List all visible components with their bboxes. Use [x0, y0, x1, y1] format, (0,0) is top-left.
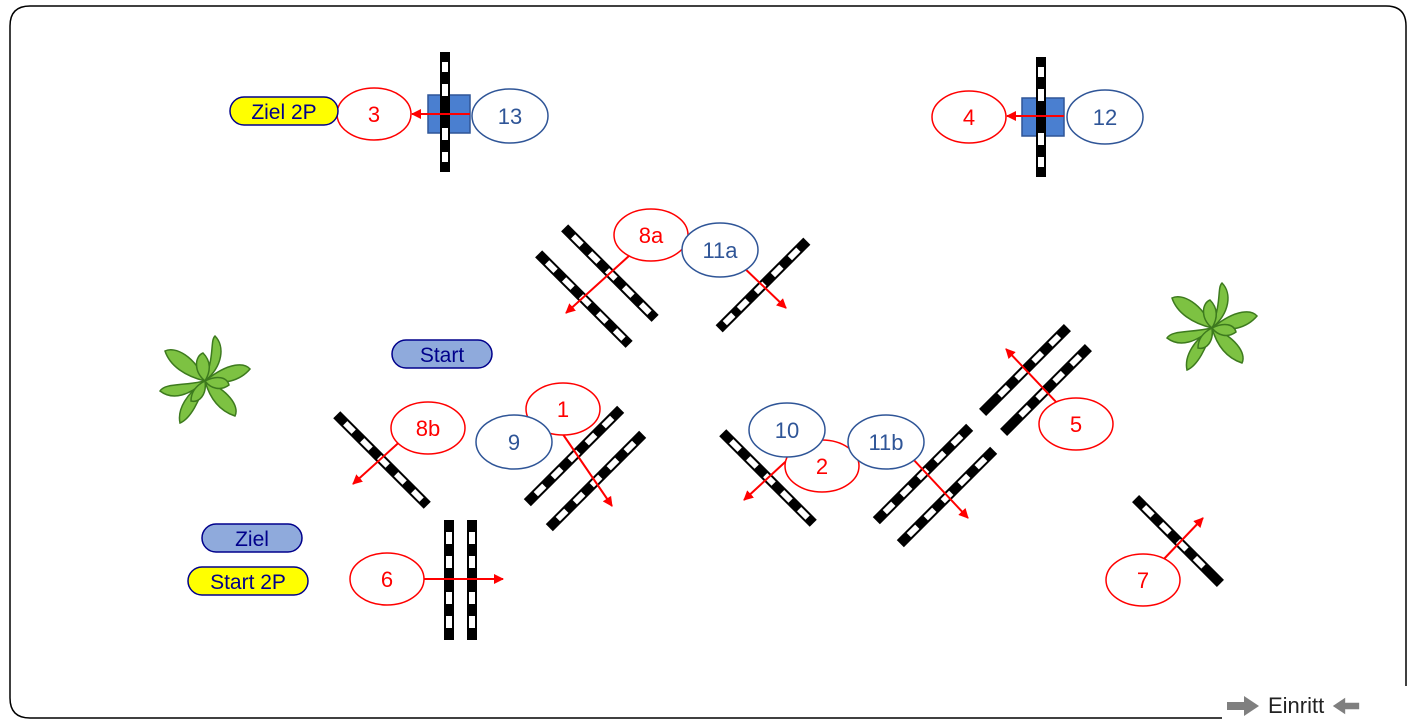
jump-11b: [872, 423, 998, 548]
ellipse-4: 4: [931, 90, 1007, 144]
jump-3-13: [411, 52, 471, 172]
plant-icon: [159, 334, 251, 425]
jump-2-10: [719, 429, 817, 527]
arena-border: [9, 5, 1407, 719]
number-9: 9: [508, 430, 520, 455]
label-ziel-2p: Ziel 2P: [251, 101, 316, 124]
arrow-right-icon: [1227, 696, 1259, 716]
ellipse-13: 13: [471, 88, 549, 144]
ellipse-10: 10: [748, 402, 826, 458]
tag-start-2p: Start 2P: [187, 566, 309, 596]
number-2: 2: [816, 454, 828, 479]
arrow-left-icon: [1333, 697, 1360, 715]
ellipse-11a: 11a: [681, 222, 759, 278]
number-1: 1: [557, 397, 569, 422]
jump-8b: [333, 411, 431, 509]
jump-7: [1132, 495, 1224, 587]
ellipse-8b: 8b: [390, 401, 466, 455]
jump-8a: [535, 224, 659, 348]
number-6: 6: [381, 567, 393, 592]
plant-icon: [1166, 281, 1258, 372]
number-7: 7: [1137, 568, 1149, 593]
number-8a: 8a: [639, 223, 664, 248]
tag-ziel-2p: Ziel 2P: [229, 96, 339, 126]
tag-start: Start: [391, 339, 493, 369]
jump-6: [424, 520, 504, 640]
ellipse-9: 9: [475, 414, 553, 470]
number-3: 3: [368, 102, 380, 127]
entrance-marker: Einritt: [1226, 690, 1412, 722]
number-12: 12: [1093, 105, 1117, 130]
number-4: 4: [963, 105, 975, 130]
ellipse-7: 7: [1105, 553, 1181, 607]
number-11b: 11b: [868, 430, 903, 455]
label-ziel: Ziel: [235, 528, 269, 551]
number-11a: 11a: [702, 238, 738, 263]
label-start-2p: Start 2P: [210, 571, 286, 594]
label-start: Start: [420, 344, 465, 367]
number-5: 5: [1070, 412, 1082, 437]
jump-5: [979, 324, 1092, 436]
ellipse-1: 1: [525, 382, 601, 436]
ellipse-8a: 8a: [613, 208, 689, 262]
number-13: 13: [498, 104, 522, 129]
ellipse-5: 5: [1038, 397, 1114, 451]
number-8b: 8b: [416, 416, 440, 441]
ellipse-6: 6: [349, 552, 425, 606]
ellipse-12: 12: [1066, 89, 1144, 145]
jump-4-12: [1006, 57, 1065, 177]
jump-1-9: [523, 405, 647, 532]
jump-11a: [715, 237, 811, 333]
number-10: 10: [775, 418, 799, 443]
ellipse-3: 3: [336, 87, 412, 141]
ellipse-11b: 11b: [847, 414, 925, 470]
tag-ziel: Ziel: [201, 523, 303, 553]
entrance-label: Einritt: [1268, 693, 1325, 718]
